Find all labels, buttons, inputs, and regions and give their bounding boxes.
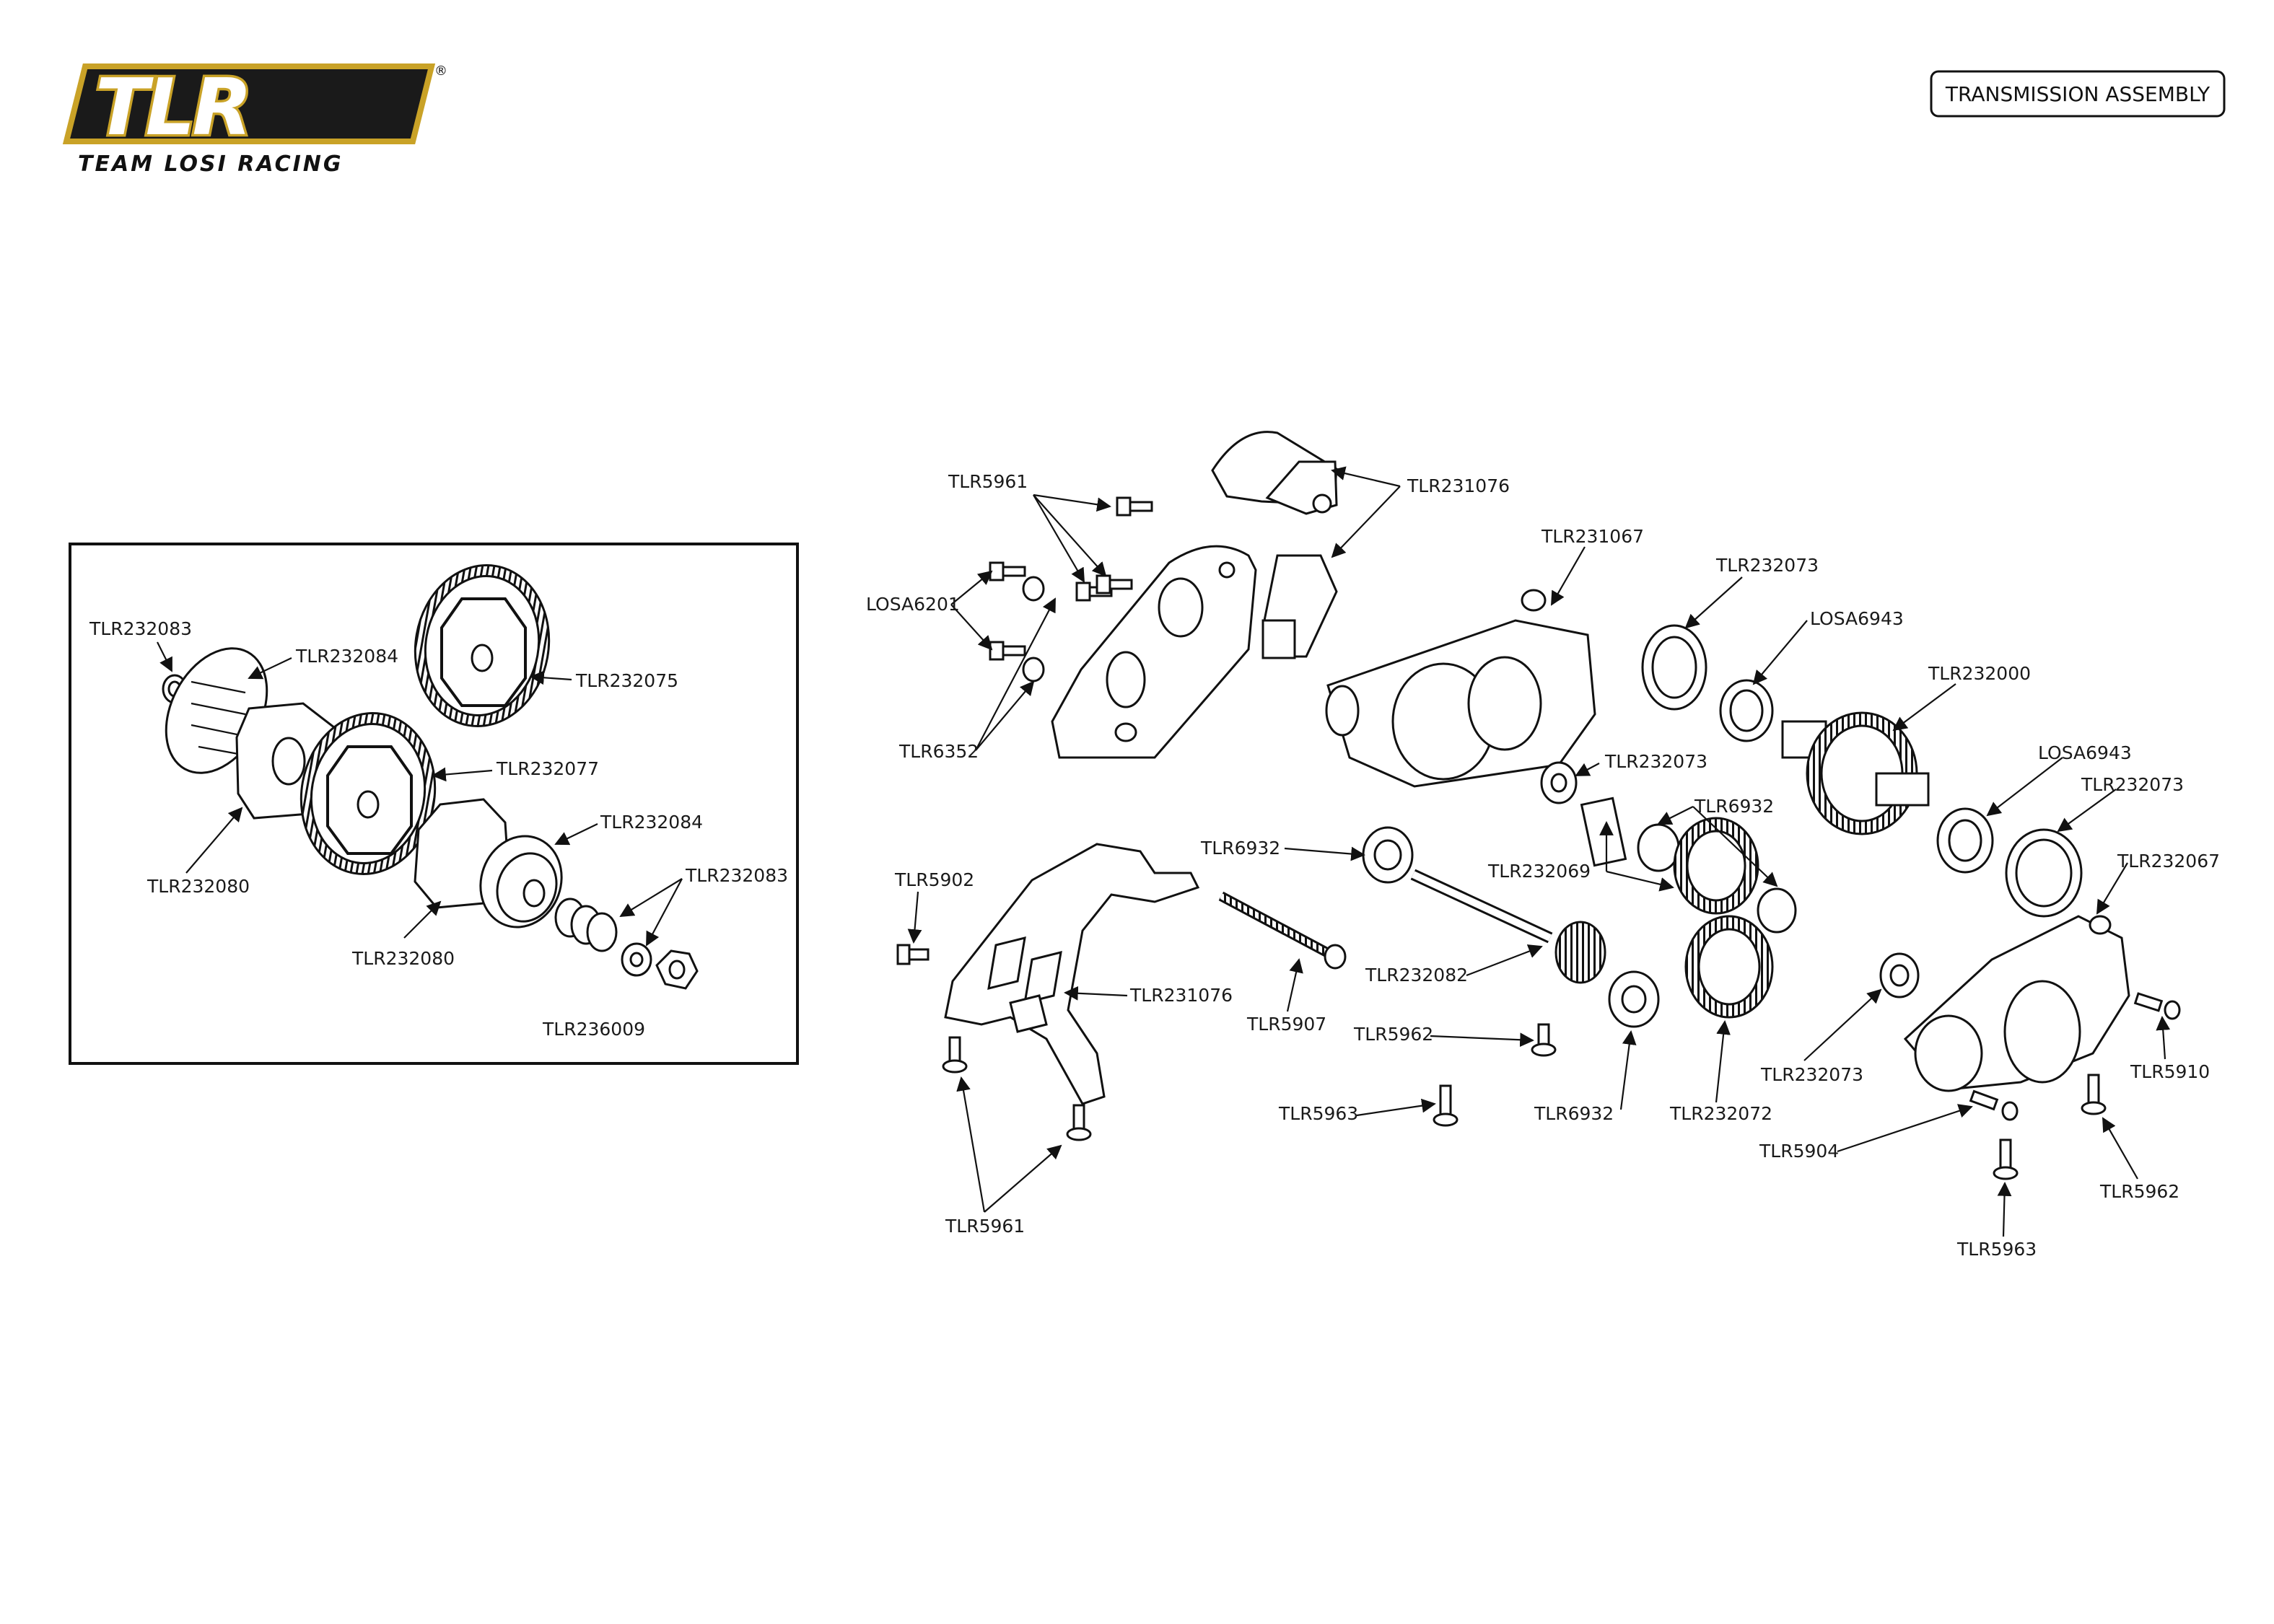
gearbox-housing-left-part — [1325, 589, 1596, 788]
label-tlr5961: TLR5961 — [945, 1216, 1025, 1237]
idler-gear-top-part — [1637, 817, 1797, 934]
label-losa6943: LOSA6943 — [2038, 742, 2132, 763]
transmission-exploded-view: TLR5961 TLR231076 LOSA6201 TLR6352 TLR23… — [866, 431, 2220, 1260]
label-tlr232083: TLR232083 — [685, 865, 788, 886]
label-tlr232069: TLR232069 — [1487, 861, 1591, 882]
lock-nut-part — [655, 949, 699, 990]
label-tlr232080: TLR232080 — [351, 948, 455, 969]
bearing-small-left-part — [1362, 826, 1414, 884]
long-screw-part — [1218, 891, 1347, 970]
label-tlr232084: TLR232084 — [295, 646, 398, 667]
label-tlr232073: TLR232073 — [1715, 555, 1819, 576]
label-tlr232073: TLR232073 — [1760, 1064, 1863, 1085]
label-tlr232083: TLR232083 — [89, 618, 192, 639]
idler-gear-bottom-part — [1684, 915, 1774, 1019]
label-losa6943: LOSA6943 — [1810, 608, 1904, 629]
label-tlr6352: TLR6352 — [898, 741, 979, 762]
bearing-carrier-top-part — [1641, 624, 1774, 742]
label-tlr231076: TLR231076 — [1129, 985, 1233, 1006]
label-tlr232073: TLR232073 — [2081, 774, 2184, 795]
label-tlr5902: TLR5902 — [894, 869, 974, 890]
label-tlr5962: TLR5962 — [1353, 1024, 1433, 1045]
page-title: TRANSMISSION ASSEMBLY — [1945, 82, 2210, 106]
label-tlr236009: TLR236009 — [542, 1019, 645, 1040]
label-tlr232082: TLR232082 — [1365, 965, 1468, 986]
idler-shaft-part — [1580, 796, 1627, 867]
logo-registered-mark: ® — [434, 63, 447, 79]
screw-tlr5902-part — [896, 944, 930, 965]
label-tlr5907: TLR5907 — [1246, 1014, 1326, 1035]
label-tlr232072: TLR232072 — [1669, 1103, 1772, 1124]
label-tlr232075: TLR232075 — [575, 670, 678, 691]
label-tlr6932: TLR6932 — [1534, 1103, 1614, 1124]
label-tlr231076: TLR231076 — [1407, 475, 1510, 496]
screw-set-bottom — [942, 1036, 1092, 1141]
label-tlr232084: TLR232084 — [600, 812, 703, 833]
gearbox-housing-right-part — [1903, 915, 2130, 1092]
spur-gear-top-part — [414, 564, 551, 727]
screws-center — [1433, 1023, 1557, 1127]
inset-frame — [69, 543, 799, 1065]
top-shaft-part — [1410, 869, 1660, 1028]
label-tlr5961: TLR5961 — [948, 471, 1028, 492]
label-tlr232077: TLR232077 — [496, 758, 599, 779]
pressure-plate-part — [479, 835, 563, 929]
spring-part — [554, 897, 618, 952]
label-tlr232000: TLR232000 — [1928, 663, 2031, 684]
label-losa6201: LOSA6201 — [866, 594, 960, 615]
label-tlr232080: TLR232080 — [147, 876, 250, 897]
label-tlr5910: TLR5910 — [2130, 1061, 2210, 1082]
chassis-brace-part — [944, 843, 1200, 1105]
label-tlr6932: TLR6932 — [1694, 796, 1774, 817]
spur-gear-bottom-part — [299, 712, 437, 875]
top-cover-part — [1211, 431, 1338, 659]
motor-plate-part — [1051, 545, 1257, 759]
logo-brand-name: TEAM LOSI RACING — [78, 152, 344, 177]
page-title-box: TRANSMISSION ASSEMBLY — [1930, 70, 2226, 118]
label-tlr231067: TLR231067 — [1541, 526, 1644, 547]
label-tlr6932: TLR6932 — [1200, 838, 1280, 859]
label-tlr232073: TLR232073 — [1604, 751, 1707, 772]
tlr-logo: TLR ® TEAM LOSI RACING — [62, 61, 447, 177]
screws-right — [1969, 992, 2181, 1180]
label-tlr5904: TLR5904 — [1759, 1141, 1839, 1162]
bearing-right-part — [1936, 807, 2083, 918]
label-tlr5963: TLR5963 — [1956, 1239, 2037, 1260]
logo-mark: TLR — [95, 63, 250, 153]
label-tlr5963: TLR5963 — [1278, 1103, 1358, 1124]
screw-set-top — [989, 496, 1153, 682]
label-tlr5962: TLR5962 — [2099, 1181, 2179, 1202]
logo-badge — [62, 63, 436, 144]
slipper-inset: TLR232083 TLR232084 TLR232075 TLR232077 … — [69, 543, 799, 1065]
label-tlr232067: TLR232067 — [2117, 851, 2220, 872]
differential-part — [1781, 711, 1930, 835]
